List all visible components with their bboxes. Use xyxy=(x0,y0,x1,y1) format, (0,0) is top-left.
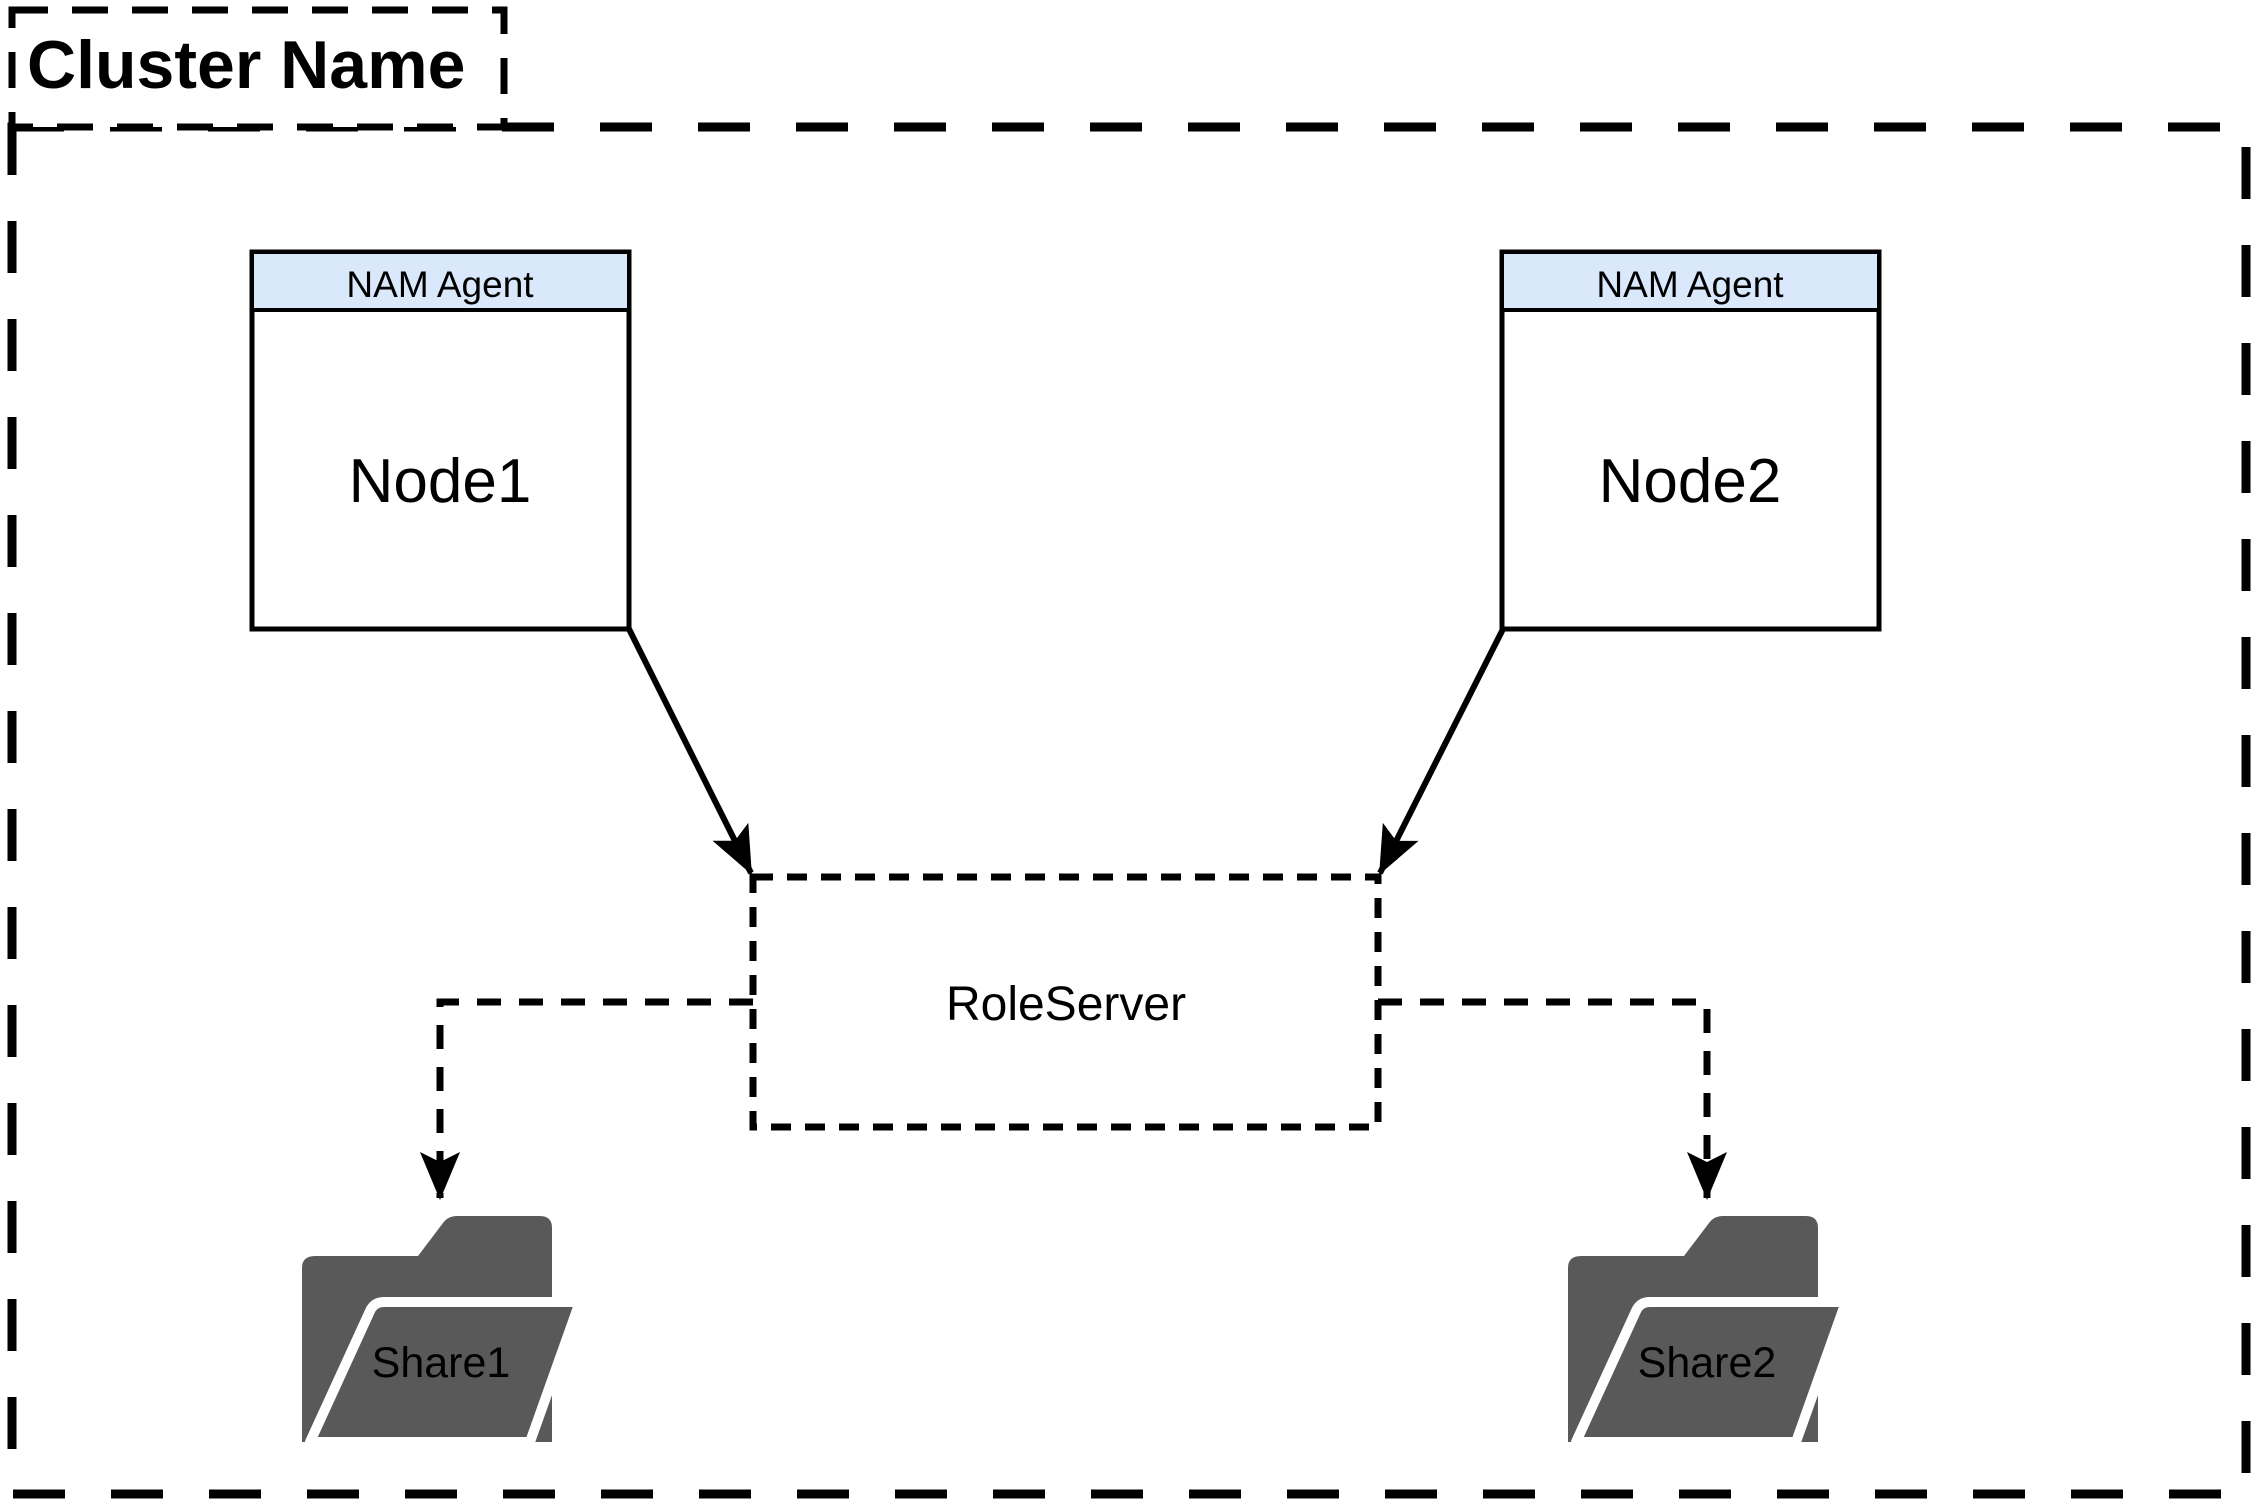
node1-label: Node1 xyxy=(349,447,532,516)
share1-label: Share1 xyxy=(372,1339,511,1387)
node1-box: NAM Agent Node1 xyxy=(249,249,632,632)
folder-flap-shape xyxy=(1571,1297,1849,1447)
roleserver-label: RoleServer xyxy=(946,978,1186,1031)
share2-label: Share2 xyxy=(1638,1339,1777,1387)
node2-box: NAM Agent Node2 xyxy=(1499,249,1882,632)
cluster-boundary xyxy=(7,122,2251,1499)
node1-body xyxy=(249,249,632,632)
connector-roleserver-to-share2 xyxy=(1378,998,1727,1200)
node2-label: Node2 xyxy=(1599,447,1782,516)
node2-body xyxy=(1499,249,1882,632)
cluster-label-box xyxy=(8,6,508,131)
folder-flap-shape xyxy=(305,1297,583,1447)
node2-header xyxy=(1500,250,1881,312)
node2-header-label: NAM Agent xyxy=(1596,264,1784,305)
node1-header-label: NAM Agent xyxy=(346,264,534,305)
arrow-node1-to-roleserver xyxy=(626,627,754,875)
connector-roleserver-to-share1 xyxy=(420,998,753,1200)
cluster-name-label: Cluster Name xyxy=(27,27,465,103)
share1-folder-icon xyxy=(302,1216,583,1447)
share2-folder-icon xyxy=(1568,1216,1849,1447)
arrow-node2-to-roleserver xyxy=(1377,627,1506,875)
node1-header xyxy=(250,250,631,312)
roleserver-box xyxy=(749,873,1382,1131)
